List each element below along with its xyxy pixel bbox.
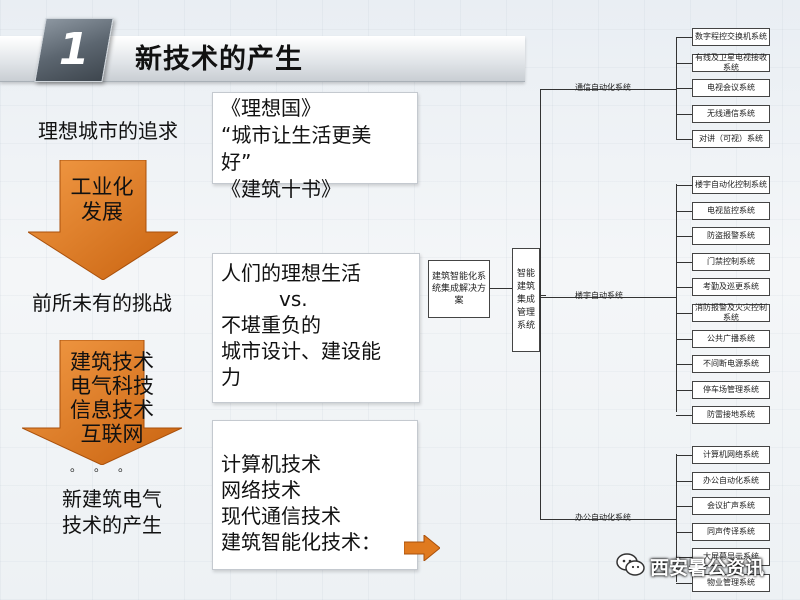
system-integration-diagram: 建筑智能化系统集成解决方案 智能建筑集成管理系统 通信自动化系统 楼宇自动系统 … [420, 20, 800, 600]
connector-line [676, 287, 692, 289]
connector-line [676, 210, 692, 212]
arrow-2-line: 互联网 [80, 422, 144, 446]
box-3-line: 网络技术 [221, 478, 301, 502]
connector-line [540, 89, 541, 519]
arrow-1-line: 发展 [81, 200, 123, 224]
diagram-leaf-node: 同声传译系统 [692, 522, 770, 541]
arrow-2-line: 建筑技术 [70, 350, 154, 374]
connector-line [676, 583, 692, 584]
connector-line [540, 89, 676, 90]
box-1-line: 《建筑十书》 [221, 177, 341, 201]
connector-line [676, 506, 692, 508]
arrow-2-line: 信息技术 [70, 398, 154, 422]
connector-line [676, 62, 692, 64]
connector-line [676, 531, 692, 533]
connector-line [540, 297, 676, 298]
diagram-leaf-node: 会议扩声系统 [692, 497, 770, 516]
connector-line [676, 113, 692, 115]
connector-line [676, 415, 692, 417]
diagram-hub-node: 智能建筑集成管理系统 [512, 248, 540, 352]
stage-3-line: 新建筑电气 [62, 487, 162, 511]
category-label-communication: 通信自动化系统 [575, 83, 631, 92]
diagram-leaf-node: 防雷接地系统 [692, 406, 770, 425]
box-2-line: 力 [221, 365, 241, 389]
arrow-2-line: 电气科技 [70, 374, 154, 398]
diagram-leaf-node: 电视会议系统 [692, 79, 770, 98]
technology-arrow-icon [22, 340, 182, 465]
connector-line [540, 295, 546, 296]
slide-number: 1 [58, 24, 90, 75]
diagram-leaf-node: 楼宇自动化控制系统 [692, 176, 770, 194]
diagram-leaf-node: 考勤及巡更系统 [692, 278, 770, 297]
pointer-arrow-icon [404, 535, 440, 561]
connector-line [676, 389, 692, 391]
connector-line [676, 88, 692, 90]
diagram-leaf-node: 有线及卫星电视接收系统 [692, 53, 770, 72]
ellipsis-dots: 。。。 [70, 460, 149, 474]
connector-line [676, 37, 692, 38]
diagram-leaf-node: 电视监控系统 [692, 201, 770, 220]
technologies-box: 计算机技术 网络技术 现代通信技术 建筑智能化技术： [212, 420, 418, 570]
diagram-leaf-node: 停车场管理系统 [692, 380, 770, 399]
stage-new-tech: 新建筑电气 技术的产生 [62, 486, 182, 538]
diagram-leaf-node: 无线通信系统 [692, 104, 770, 123]
diagram-leaf-node: 计算机网络系统 [692, 446, 770, 464]
connector-line [676, 455, 692, 456]
connector-line [676, 364, 692, 366]
arrow-1-line: 工业化 [70, 175, 134, 199]
diagram-leaf-node: 大屏幕显示系统 [692, 548, 770, 567]
challenge-box: 人们的理想生活 vs. 不堪重负的 城市设计、建设能 力 [212, 253, 420, 403]
box-2-line: 人们的理想生活 [221, 261, 361, 285]
arrow-2-text: 建筑技术 电气科技 信息技术 互联网 [62, 350, 162, 446]
category-label-office: 办公自动化系统 [575, 513, 631, 522]
slide-title: 新技术的产生 [135, 44, 303, 75]
stage-ideal-city: 理想城市的追求 [38, 119, 178, 143]
box-2-line: 不堪重负的 [221, 313, 321, 337]
diagram-leaf-node: 数字程控交换机系统 [692, 28, 770, 46]
diagram-leaf-node: 物业管理系统 [692, 574, 770, 592]
box-3-line: 计算机技术 [221, 452, 321, 476]
diagram-leaf-node: 不间断电源系统 [692, 355, 770, 374]
diagram-leaf-node: 对讲（可视）系统 [692, 130, 770, 149]
box-3-line: 建筑智能化技术： [221, 530, 381, 554]
connector-line [676, 313, 692, 314]
stage-3-line: 技术的产生 [62, 513, 162, 537]
connector-line [676, 185, 692, 186]
watermark-text: 西安暑公资讯 [650, 557, 765, 579]
box-2-line: 城市设计、建设能 [221, 339, 381, 363]
ideal-city-references-box: 《理想国》 “城市让生活更美 好” 《建筑十书》 [212, 92, 418, 201]
connector-line [676, 454, 677, 582]
diagram-leaf-node: 消防报警及火灾控制系统 [692, 303, 770, 322]
diagram-leaf-node: 办公自动化系统 [692, 471, 770, 490]
connector-line [676, 480, 692, 482]
diagram-leaf-node: 门禁控制系统 [692, 252, 770, 271]
connector-line [676, 338, 692, 340]
category-label-building: 楼宇自动系统 [575, 291, 623, 300]
connector-line [676, 139, 692, 141]
diagram-root-node: 建筑智能化系统集成解决方案 [428, 260, 490, 318]
connector-line [540, 519, 676, 520]
arrow-1-text: 工业化 发展 [62, 175, 142, 225]
connector-line [676, 184, 677, 412]
connector-line [676, 261, 692, 263]
industrialization-arrow-icon [28, 160, 178, 280]
connector-line [676, 557, 692, 559]
box-1-line: 好” [221, 150, 252, 174]
box-1-line: “城市让生活更美 [221, 123, 372, 147]
stage-challenge: 前所未有的挑战 [32, 291, 172, 315]
diagram-leaf-node: 防盗报警系统 [692, 227, 770, 246]
box-2-line: vs. [279, 287, 308, 311]
box-3-line: 现代通信技术 [221, 504, 341, 528]
connector-line [490, 288, 512, 289]
box-1-line: 《理想国》 [221, 96, 321, 120]
wechat-icon [616, 553, 645, 576]
diagram-leaf-node: 公共广播系统 [692, 329, 770, 348]
connector-line [676, 236, 692, 238]
